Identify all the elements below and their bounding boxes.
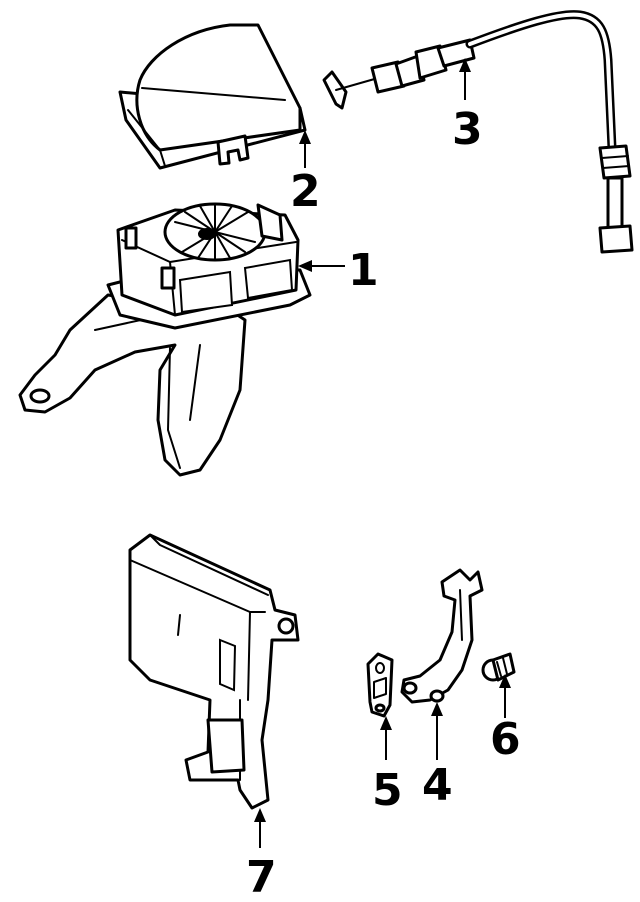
part-6-clip [481,652,516,682]
part-7-module [128,533,300,810]
callout-4: 4 [422,760,453,811]
part-2-cover [118,23,307,170]
callout-7: 7 [246,852,277,902]
part-1-actuator [18,202,312,477]
callout-6: 6 [490,714,521,765]
callout-2: 2 [290,166,321,217]
leader-lines [254,58,511,848]
callout-1: 1 [348,245,379,296]
callout-labels: 1 2 3 4 5 6 7 [246,104,521,902]
part-4-lever [400,568,484,704]
part-5-link [366,652,394,718]
callout-5: 5 [372,765,403,816]
callout-3: 3 [452,104,483,155]
